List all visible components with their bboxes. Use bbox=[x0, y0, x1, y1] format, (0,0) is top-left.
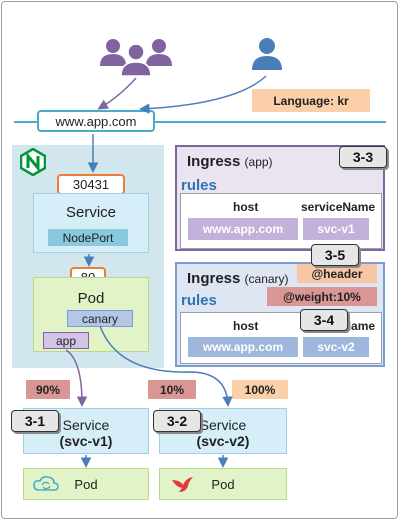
step-badge: 3-2 bbox=[153, 410, 201, 432]
nginx-logo-icon bbox=[20, 148, 46, 176]
ingress-canary-rules-label: rules bbox=[181, 292, 217, 309]
ingress-canary-service-cell: svc-v2 bbox=[303, 337, 369, 357]
pod-v2-label: Pod bbox=[211, 476, 235, 492]
nodeport-tag: NodePort bbox=[62, 230, 114, 245]
nodeport-tag-bg bbox=[48, 229, 128, 246]
users-group-icon bbox=[100, 39, 172, 77]
ingress-app-title: Ingress (app) bbox=[187, 153, 273, 170]
ingress-canary-rules-table: host serviceName www.app.com svc-v2 bbox=[180, 312, 382, 364]
pod-v1-label: Pod bbox=[74, 476, 98, 492]
ingress-app-rules-table: host serviceName www.app.com svc-v1 bbox=[180, 193, 382, 249]
ingress-app-service-cell: svc-v1 bbox=[303, 218, 369, 240]
user-icon bbox=[252, 38, 282, 70]
url-box: www.app.com bbox=[37, 110, 155, 132]
ingress-canary-subtitle: (canary) bbox=[244, 272, 289, 286]
language-header-tag: Language: kr bbox=[252, 89, 370, 112]
ingress-app-col-host: host bbox=[233, 200, 259, 214]
svc-v2-title: Service bbox=[199, 417, 247, 433]
ingress-canary-title: Ingress (canary) bbox=[187, 270, 289, 287]
traffic-pct-90: 90% bbox=[26, 380, 70, 399]
traffic-pct-100: 100% bbox=[232, 380, 288, 399]
ingress-app-title-text: Ingress bbox=[187, 153, 241, 170]
ingress-app-host-cell: www.app.com bbox=[188, 218, 298, 240]
step-badge: 3-3 bbox=[339, 146, 387, 168]
pod-v1-box: Pod bbox=[23, 468, 149, 500]
step-badge: 3-4 bbox=[300, 309, 348, 331]
ingress-canary-title-text: Ingress bbox=[187, 270, 241, 287]
svc-v1-title: Service bbox=[62, 417, 110, 433]
ingress-app-col-service: serviceName bbox=[301, 200, 376, 214]
step-badge: 3-1 bbox=[11, 410, 59, 432]
label-canary: canary bbox=[67, 310, 133, 327]
top-divider bbox=[14, 121, 386, 123]
service-svc-v1-box: Service (svc-v1) bbox=[23, 408, 149, 454]
header-annotation-tag: @header bbox=[297, 264, 377, 283]
bird-icon bbox=[172, 477, 193, 492]
pod-title: Pod bbox=[77, 290, 105, 307]
ingress-canary-col-host: host bbox=[233, 319, 259, 333]
cloud-sync-icon bbox=[33, 476, 59, 491]
ingress-canary-host-cell: www.app.com bbox=[188, 337, 298, 357]
ingress-app-subtitle: (app) bbox=[244, 155, 273, 169]
label-app: app bbox=[43, 332, 89, 349]
svc-v1-name: (svc-v1) bbox=[59, 433, 113, 449]
step-badge: 3-5 bbox=[311, 244, 359, 266]
service-title: Service bbox=[65, 204, 117, 221]
traffic-pct-10: 10% bbox=[148, 380, 196, 399]
ingress-app-rules-label: rules bbox=[181, 177, 217, 194]
weight-annotation-tag: @weight:10% bbox=[267, 287, 377, 306]
svc-v2-name: (svc-v2) bbox=[196, 433, 250, 449]
